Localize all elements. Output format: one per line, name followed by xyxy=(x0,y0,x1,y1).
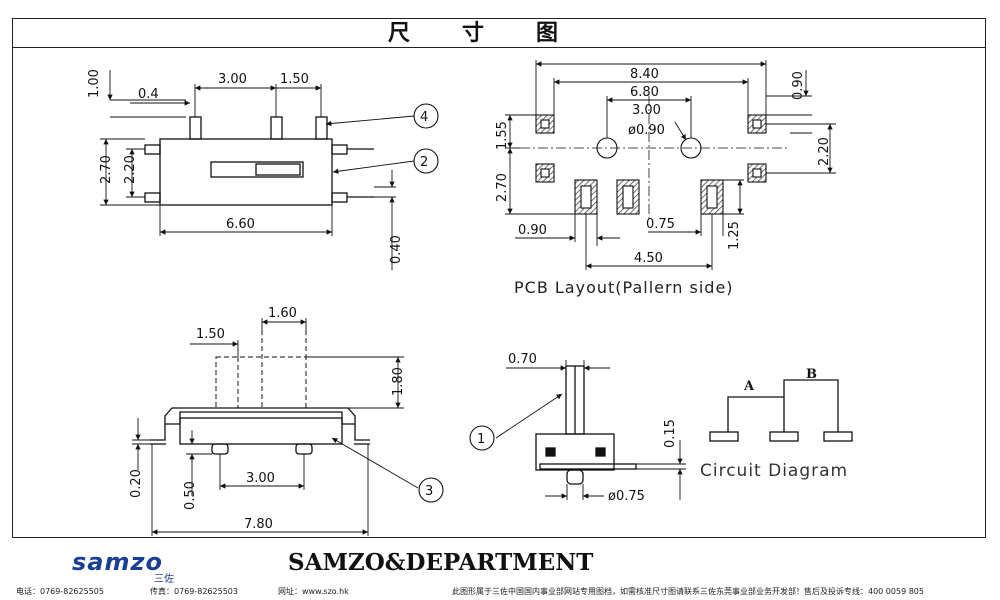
dim-label: 1.55 xyxy=(495,121,510,150)
side-view-dimensions xyxy=(132,318,419,536)
dim-label: 0.4 xyxy=(138,87,159,102)
footer-fax: 传真：0769-82625503 xyxy=(150,587,238,596)
dim-label: ø0.75 xyxy=(608,489,645,504)
dim-label: 1.25 xyxy=(727,221,742,250)
circuit-diagram xyxy=(709,379,853,442)
circuit-label-a: A xyxy=(743,379,755,394)
logo-wordmark: samzo xyxy=(72,548,163,576)
pcb-dimensions xyxy=(505,60,836,270)
callout-number: 4 xyxy=(420,110,428,125)
terminal xyxy=(709,431,739,442)
side-actuator-hidden xyxy=(215,330,307,409)
dim-label: 6.80 xyxy=(630,85,659,100)
dim-label: 0.90 xyxy=(518,223,547,238)
callout-number: 3 xyxy=(425,484,433,499)
logo-chinese-name: 三佐 xyxy=(154,574,174,585)
callout-circle-1 xyxy=(469,425,495,451)
dim-label: 3.00 xyxy=(632,103,661,118)
side-view xyxy=(150,407,370,455)
pcb-layout xyxy=(535,114,767,215)
terminal xyxy=(769,431,799,442)
top-pin-1 xyxy=(189,116,202,140)
circuit-caption: Circuit Diagram xyxy=(700,461,848,481)
callout-circle-4 xyxy=(413,103,439,129)
dim-label: 3.00 xyxy=(246,471,275,486)
top-view xyxy=(144,116,374,206)
dim-label: 0.75 xyxy=(646,217,675,232)
dim-label: 8.40 xyxy=(630,67,659,82)
dim-label: 1.50 xyxy=(280,72,309,87)
side-tab-right-top xyxy=(331,144,348,155)
dim-label: 1.60 xyxy=(268,306,297,321)
dim-label: ø0.90 xyxy=(628,123,665,138)
page-title: 尺寸图 xyxy=(387,20,610,46)
side-tab-left-bottom xyxy=(144,192,161,203)
dim-label: 2.20 xyxy=(817,137,832,166)
slider-slot xyxy=(210,161,304,178)
side-body-lower xyxy=(179,417,343,445)
dim-label: 6.60 xyxy=(226,217,255,232)
dim-label: 2.20 xyxy=(123,155,138,184)
callout-circle-3 xyxy=(418,477,444,503)
circuit-label-b: B xyxy=(806,367,817,382)
dim-label: 0.20 xyxy=(129,469,144,498)
pcb-centerlines xyxy=(520,96,790,222)
dim-label: 4.50 xyxy=(634,251,663,266)
dim-label: 1.00 xyxy=(87,69,102,98)
end-view-dimensions xyxy=(495,360,686,500)
end-pin xyxy=(566,469,584,485)
side-body-outline xyxy=(150,407,370,441)
dim-label: 0.50 xyxy=(183,481,198,510)
dim-label: 1.50 xyxy=(196,327,225,342)
dim-label: 1.80 xyxy=(391,367,406,396)
dim-label: 0.40 xyxy=(389,235,404,264)
end-view xyxy=(535,365,637,485)
callout-circle-2 xyxy=(413,148,439,174)
dim-label: 2.70 xyxy=(495,173,510,202)
footer-website: 网址：www.szo.hk xyxy=(278,587,349,596)
top-pin-2 xyxy=(270,116,283,140)
switch-body-outline xyxy=(159,138,333,206)
drawing-frame xyxy=(12,18,986,538)
dim-label: 3.00 xyxy=(218,72,247,87)
dim-label: 0.70 xyxy=(508,352,537,367)
actuator-outline xyxy=(215,356,307,409)
title-bar: 尺寸图 xyxy=(12,18,986,48)
dim-label: 7.80 xyxy=(244,517,273,532)
company-name: SAMZO&DEPARTMENT xyxy=(288,549,594,576)
footer-bar: 电话：0769-82625505 传真：0769-82625503 网址：www… xyxy=(16,586,986,598)
side-pin xyxy=(211,443,229,455)
footer-phone: 电话：0769-82625505 xyxy=(16,587,104,596)
dim-label: 0.15 xyxy=(663,419,678,448)
slider-knob xyxy=(255,163,301,176)
side-tab-right-bottom xyxy=(331,192,348,203)
pcb-layout-caption: PCB Layout(Pallern side) xyxy=(514,278,734,297)
callout-number: 2 xyxy=(420,155,428,170)
dim-label: 0.90 xyxy=(791,71,806,100)
dim-label: 2.70 xyxy=(99,155,114,184)
side-pin xyxy=(295,443,313,455)
callout-number: 1 xyxy=(477,432,485,447)
terminal xyxy=(823,431,853,442)
footer-notice: 此图形属于三佐中国国内事业部网站专用图档，如需核准尺寸图请联系三佐东莞事业部业务… xyxy=(452,587,924,596)
end-base-plate xyxy=(539,463,637,470)
top-pin-3 xyxy=(315,116,328,140)
samzo-logo: samzo 三佐 xyxy=(72,548,212,585)
top-view-dimensions xyxy=(100,70,415,270)
side-tab-left-top xyxy=(144,144,161,155)
